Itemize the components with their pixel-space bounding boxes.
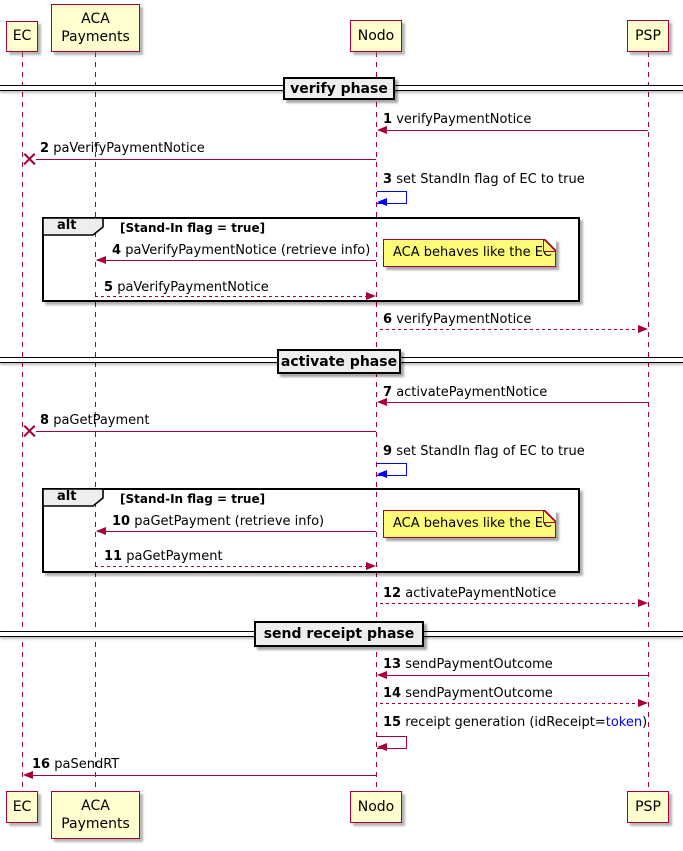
- arrowhead-left-icon: [377, 126, 387, 134]
- message-label: 1 verifyPaymentNotice: [383, 112, 532, 127]
- message-label: 10 paGetPayment (retrieve info): [112, 514, 325, 529]
- message-label: 3 set StandIn flag of EC to true: [383, 172, 585, 187]
- participant-aca-bottom: ACA Payments: [51, 791, 140, 839]
- participant-label: EC: [12, 28, 32, 45]
- arrowhead-right-icon: [638, 325, 648, 333]
- message-line: [381, 675, 648, 676]
- message-line: [26, 775, 376, 776]
- message-line: [95, 296, 367, 298]
- message-label: 7 activatePaymentNotice: [383, 385, 548, 400]
- divider-verify-phase: verify phase: [283, 77, 395, 100]
- message-label: 16 paSendRT: [32, 757, 120, 772]
- message-label: 13 sendPaymentOutcome: [383, 657, 553, 672]
- alt-operator: alt: [42, 217, 104, 236]
- arrowhead-right-icon: [638, 599, 648, 607]
- arrowhead-right-icon: [366, 562, 376, 570]
- arrowhead-right-icon: [638, 699, 648, 707]
- note-aca-behaves-2: ACA behaves like the EC: [383, 510, 556, 538]
- divider-label: activate phase: [280, 353, 398, 370]
- note-fold-icon: [543, 239, 556, 252]
- participant-psp-bottom: PSP: [627, 791, 669, 823]
- divider-label: verify phase: [290, 80, 388, 97]
- arrowhead-left-icon: [377, 671, 387, 679]
- self-message-loop: [377, 463, 407, 476]
- message-line: [97, 531, 376, 532]
- alt-condition: [Stand-In flag = true]: [120, 492, 266, 506]
- participant-label: Payments: [61, 29, 130, 45]
- message-line: [95, 566, 367, 568]
- participant-label: ACA: [81, 797, 110, 814]
- participant-label: PSP: [635, 798, 661, 815]
- participant-psp-top: PSP: [627, 20, 669, 52]
- message-line: [381, 402, 648, 403]
- self-message-loop: [377, 191, 407, 204]
- message-label: 15 receipt generation (idReceipt=token): [383, 715, 648, 730]
- message-label: 14 sendPaymentOutcome: [383, 686, 553, 701]
- participant-label: ACA: [81, 10, 110, 27]
- divider-send-receipt-phase: send receipt phase: [254, 621, 424, 647]
- lifeline-psp: [648, 52, 649, 791]
- message-label: 2 paVerifyPaymentNotice: [40, 141, 205, 156]
- message-label: 9 set StandIn flag of EC to true: [383, 444, 585, 459]
- participant-ec-top: EC: [6, 21, 38, 52]
- lifeline-ec: [22, 52, 23, 791]
- message-label: 12 activatePaymentNotice: [383, 586, 557, 601]
- alt-frame-2: alt [Stand-In flag = true]: [42, 488, 580, 573]
- arrowhead-left-icon: [377, 470, 387, 478]
- arrowhead-right-icon: [366, 292, 376, 300]
- arrowhead-left-icon: [96, 527, 106, 535]
- lifeline-nodo: [376, 52, 377, 791]
- alt-frame-1: alt [Stand-In flag = true]: [42, 217, 580, 302]
- note-text: ACA behaves like the EC: [393, 245, 552, 260]
- note-aca-behaves-1: ACA behaves like the EC: [383, 239, 556, 267]
- message-line: [380, 603, 638, 605]
- participant-nodo-bottom: Nodo: [350, 791, 402, 823]
- arrowhead-left-icon: [377, 743, 387, 751]
- arrowhead-left-icon: [377, 198, 387, 206]
- message-line: [380, 703, 638, 705]
- divider-activate-phase: activate phase: [277, 349, 401, 374]
- divider-label: send receipt phase: [263, 626, 415, 642]
- participant-label: Payments: [61, 816, 130, 832]
- message-line: [381, 130, 648, 131]
- participant-label: Nodo: [357, 27, 395, 44]
- message-label: 8 paGetPayment: [40, 413, 150, 428]
- arrowhead-left-icon: [23, 771, 33, 779]
- arrowhead-left-icon: [377, 398, 387, 406]
- note-fold-icon: [543, 510, 556, 523]
- message-label: 6 verifyPaymentNotice: [383, 312, 532, 327]
- message-label: 11 paGetPayment: [104, 549, 223, 564]
- message-label: 5 paVerifyPaymentNotice: [104, 280, 269, 295]
- participant-nodo-top: Nodo: [350, 20, 402, 52]
- alt-operator-label: alt: [57, 489, 77, 504]
- message-label: 4 paVerifyPaymentNotice (retrieve info): [112, 243, 371, 258]
- arrowhead-left-icon: [96, 256, 106, 264]
- message-line: [97, 260, 376, 261]
- participant-aca-top: ACA Payments: [51, 4, 140, 52]
- note-text: ACA behaves like the EC: [393, 516, 552, 531]
- message-line: [380, 329, 638, 331]
- message-line: [36, 431, 376, 432]
- participant-ec-bottom: EC: [6, 791, 38, 823]
- participant-label: PSP: [635, 27, 661, 44]
- alt-operator: alt: [42, 488, 104, 507]
- alt-condition: [Stand-In flag = true]: [120, 221, 266, 235]
- message-line: [36, 159, 376, 160]
- participant-label: Nodo: [357, 798, 395, 815]
- self-message-loop: [377, 736, 407, 749]
- lifeline-aca-payments: [95, 52, 96, 791]
- token-link[interactable]: token: [605, 715, 643, 730]
- participant-label: EC: [12, 798, 32, 815]
- alt-operator-label: alt: [57, 218, 77, 233]
